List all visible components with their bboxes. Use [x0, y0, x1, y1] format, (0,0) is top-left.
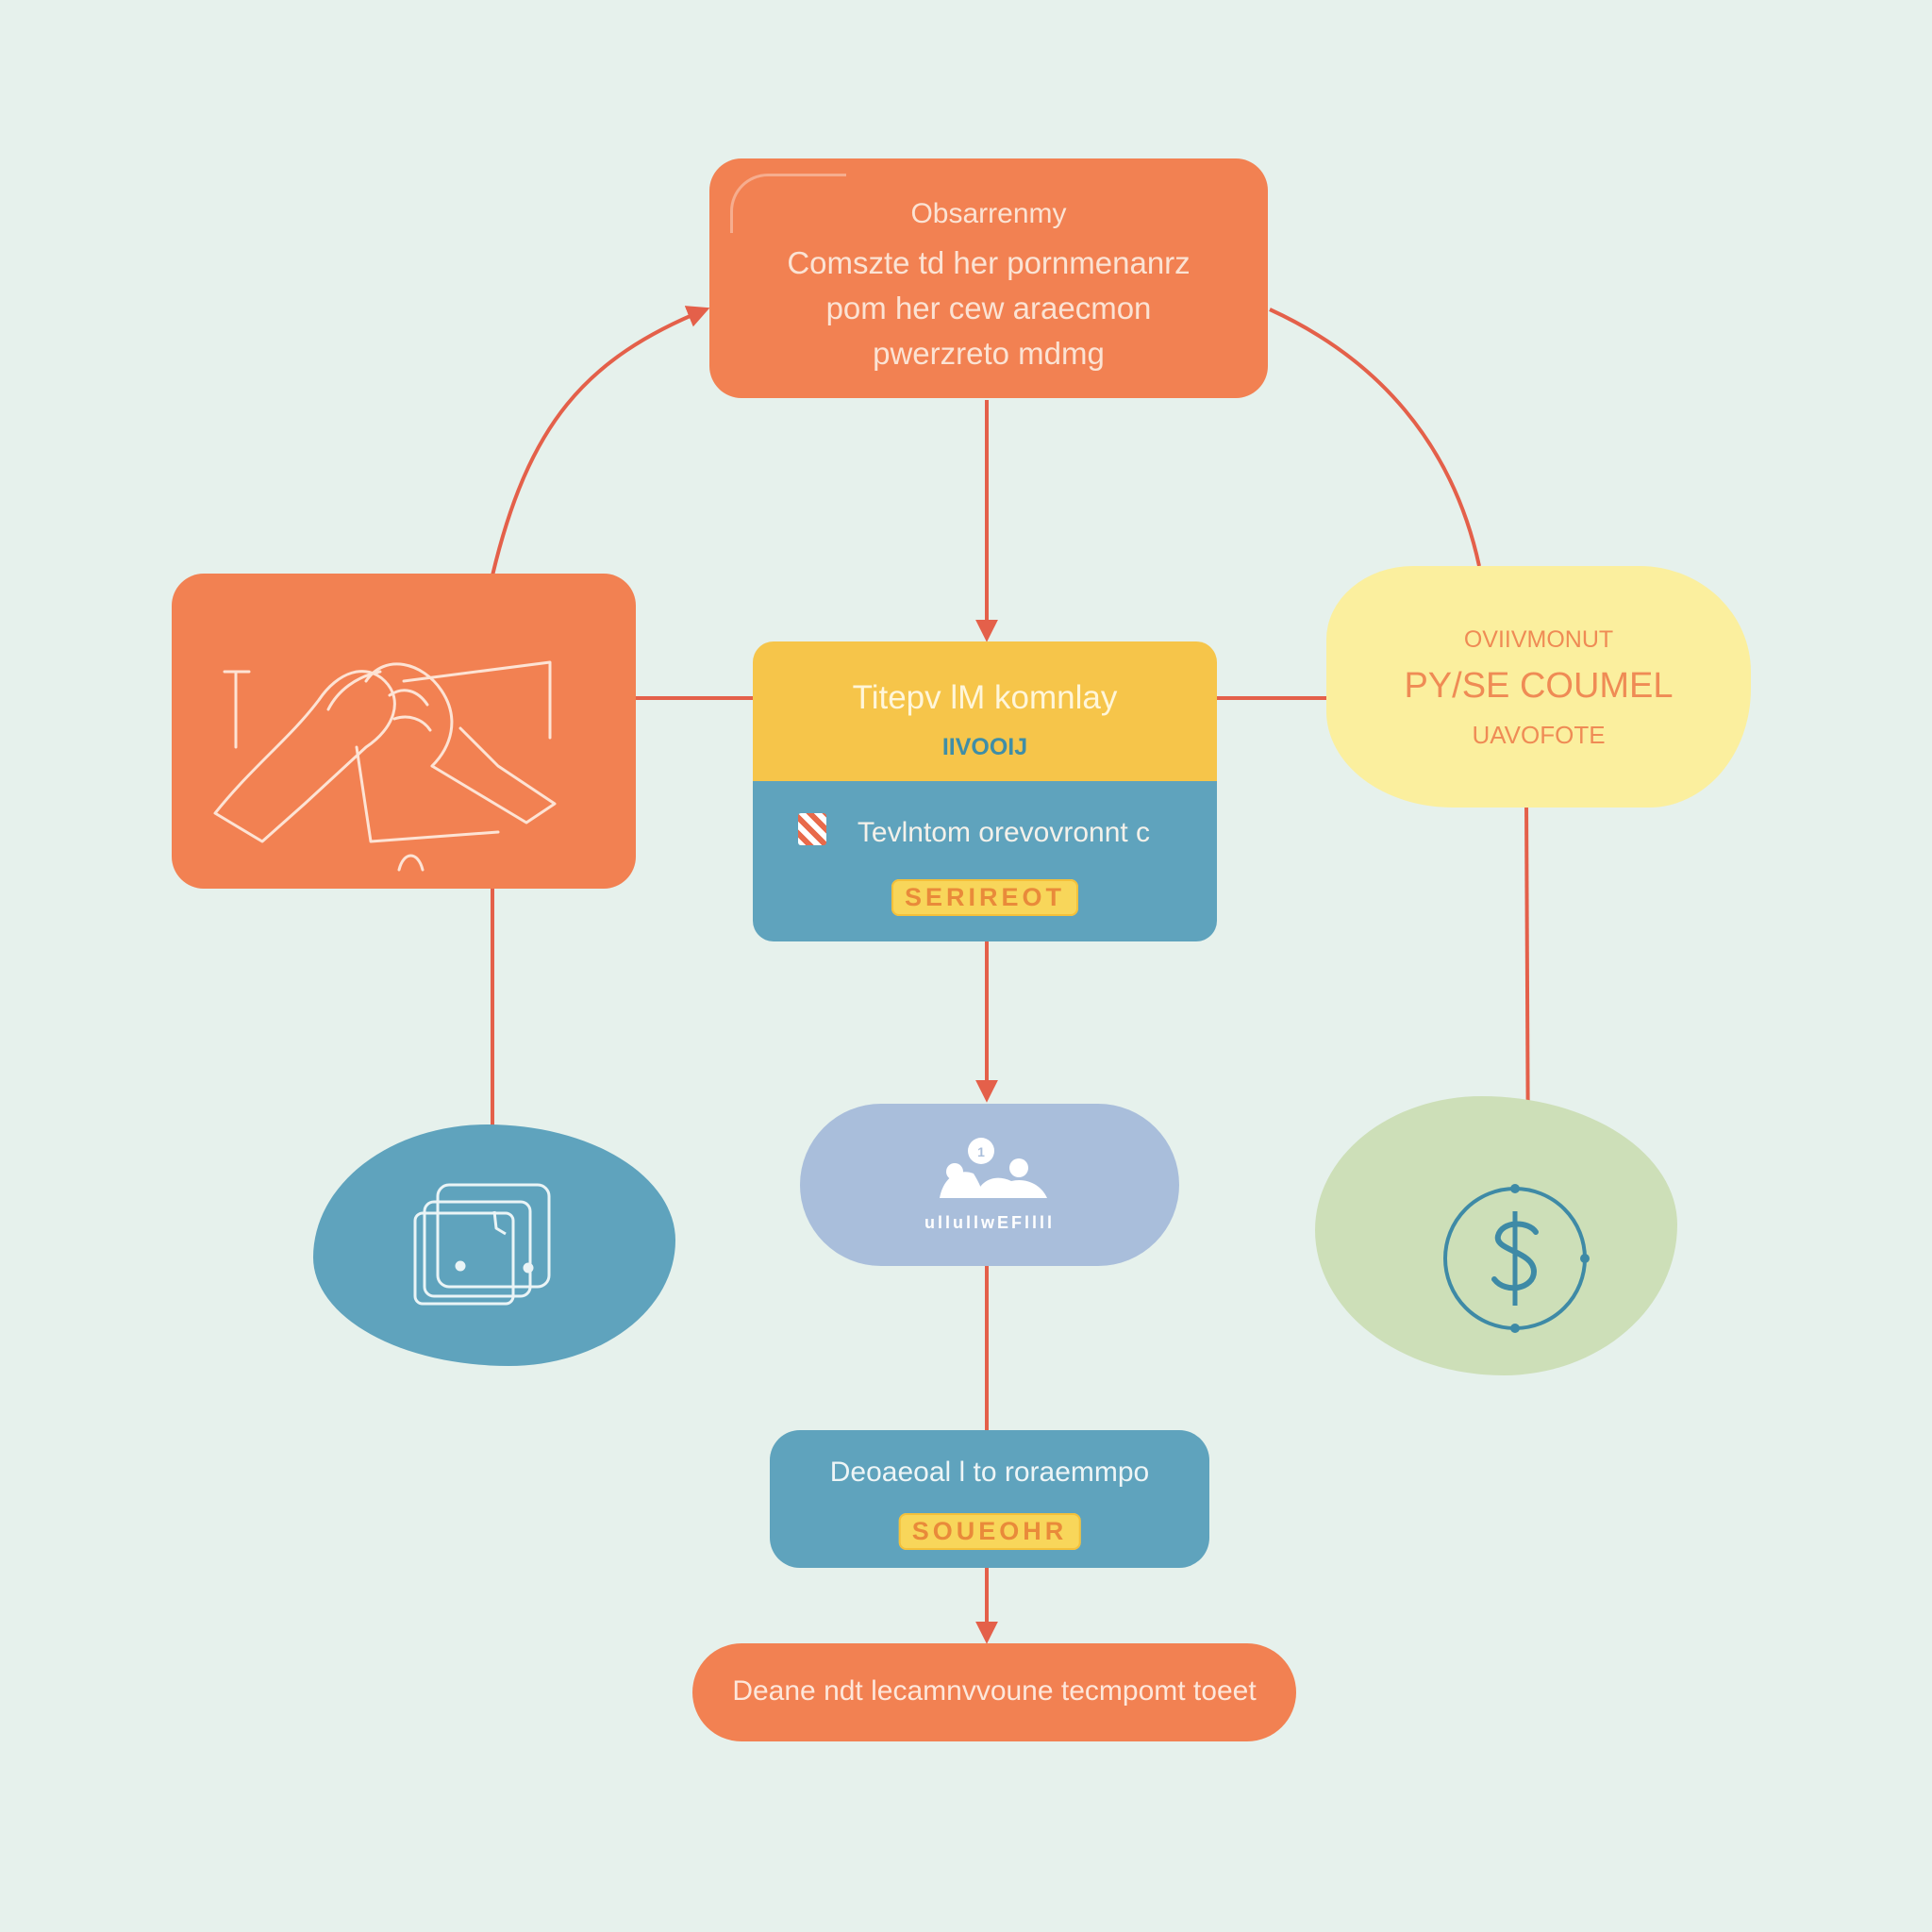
connector-top-to-right	[1269, 308, 1481, 567]
center-split-card: Titepv lM komnlay IIVOOIJ Tevlntom orevo…	[753, 641, 1217, 941]
top-process-card: Obsarrenmy Comszte td her pornmenanrz po…	[709, 158, 1268, 398]
top-card-line-4: pwerzreto mdmg	[873, 336, 1105, 371]
review-pill-badge: SOUEOHR	[898, 1513, 1081, 1550]
card-highlight	[730, 174, 846, 233]
right-note-card: OVIIVMONUT PY/SE COUMEL UAVOFOTE	[1326, 566, 1751, 808]
tablet-stack-icon	[413, 1183, 551, 1306]
final-pill: Deane ndt lecamnvvoune tecmpomt toeet	[692, 1643, 1296, 1741]
center-card-line: Tevlntom orevovronnt c	[857, 817, 1151, 848]
review-pill-text: Deoaeoal l to roraemmpo	[829, 1457, 1150, 1488]
right-card-line-2: PY/SE COUMEL	[1404, 666, 1674, 706]
flag-icon	[798, 813, 826, 845]
center-card-body	[753, 781, 1217, 941]
top-card-line-3: pom her cew araecmon	[825, 291, 1152, 325]
review-pill: Deoaeoal l to roraemmpo SOUEOHR	[770, 1430, 1209, 1568]
finance-blob	[1315, 1096, 1677, 1375]
right-card-line-3: UAVOFOTE	[1472, 721, 1606, 749]
center-card-subtitle: IIVOOIJ	[941, 734, 1028, 760]
dollar-circle-icon	[1443, 1184, 1590, 1333]
center-card-header	[753, 641, 1217, 781]
svg-text:1: 1	[977, 1144, 985, 1159]
tablet-blob	[313, 1124, 675, 1366]
right-card-line-1: OVIIVMONUT	[1463, 626, 1614, 653]
center-card-title: Titepv lM komnlay	[852, 679, 1118, 716]
people-icon: 1	[940, 1138, 1047, 1198]
left-illustration-card	[172, 574, 636, 889]
team-blob: 1 ullullwEFllll	[800, 1104, 1179, 1266]
team-blob-label: ullullwEFllll	[924, 1213, 1055, 1232]
clasped-hands-icon	[213, 660, 557, 872]
top-card-line-2: Comszte td her pornmenanrz	[787, 245, 1191, 280]
center-card-badge: SERIREOT	[891, 879, 1079, 916]
final-pill-text: Deane ndt lecamnvvoune tecmpomt toeet	[732, 1675, 1257, 1707]
connector-left-to-top	[491, 306, 710, 576]
top-card-line-1: Obsarrenmy	[910, 198, 1067, 229]
